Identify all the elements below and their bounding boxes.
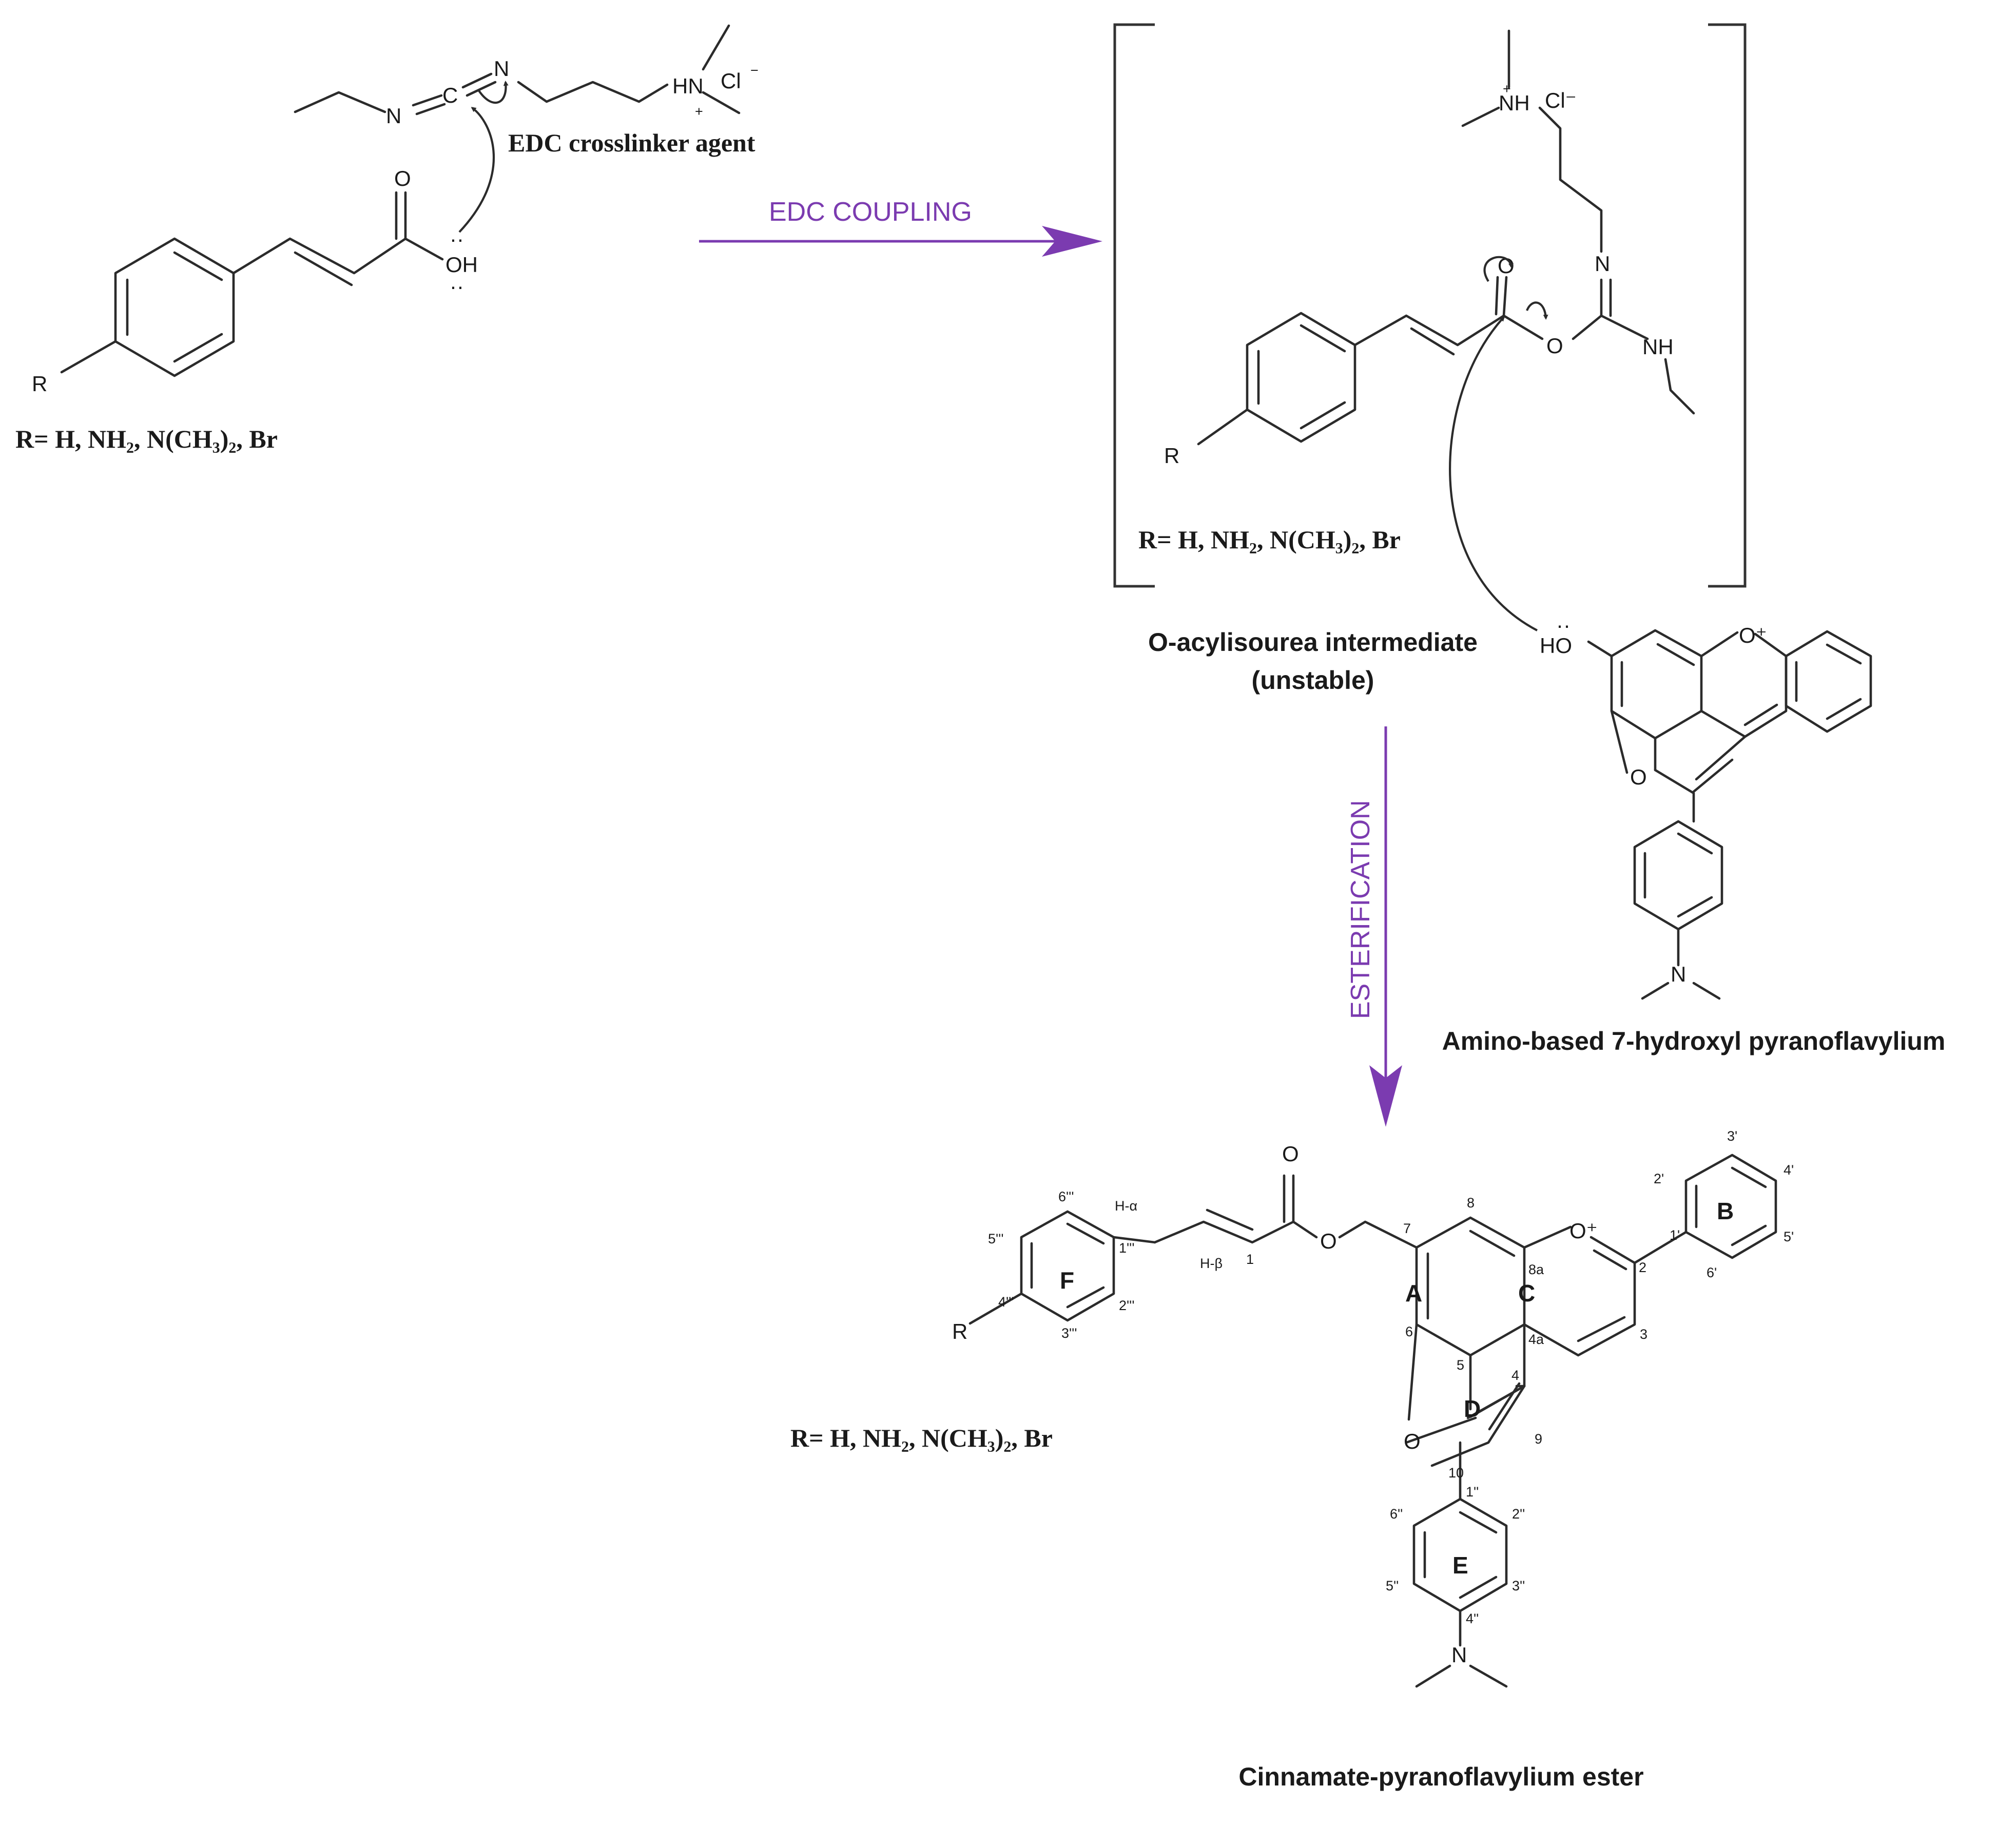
- ring-label-a: A: [1405, 1280, 1422, 1307]
- acid-carbonyl-o-atom: O: [394, 166, 411, 190]
- pos-6: 6: [1405, 1324, 1413, 1339]
- pyrano-o-plus-atom: O⁺: [1739, 623, 1767, 647]
- edc-coupling-step: EDC COUPLING: [699, 197, 1102, 257]
- pos-1-dprime: 1'': [1466, 1484, 1479, 1500]
- esterification-step: ESTERIFICATION: [1346, 726, 1402, 1127]
- intermediate-plus-charge: +: [1503, 81, 1511, 97]
- edc-reagent-title: EDC crosslinker agent: [508, 128, 755, 157]
- pos-5-tprime: 5''': [988, 1231, 1003, 1246]
- product-ester-o-atom: O: [1320, 1229, 1337, 1253]
- pos-7: 7: [1403, 1221, 1411, 1236]
- cinnamate-pyranoflavylium-ester: O O O⁺ O N R A B C D E F 8 7 6 5 8a 4a 4…: [790, 1128, 1794, 1791]
- intermediate-nh-atom: NH: [1499, 91, 1530, 115]
- pyrano-n-atom: N: [1671, 962, 1686, 986]
- edc-reagent: N C N HN + Cl − EDC crosslinker agent: [294, 24, 759, 157]
- edc-coupling-arrowhead-icon: [1042, 226, 1102, 257]
- pyrano-caption: Amino-based 7-hydroxyl pyranoflavylium: [1442, 1027, 1946, 1055]
- pos-2-dprime: 2'': [1512, 1506, 1525, 1522]
- pos-9: 9: [1535, 1431, 1542, 1447]
- pos-2-prime: 2': [1654, 1171, 1664, 1186]
- intermediate-nh-amine-atom: NH: [1642, 335, 1674, 359]
- acid-r-atom: R: [32, 372, 47, 396]
- o-acylisourea-intermediate: NH + Cl⁻ N O O NH R R= H, NH₂, N(CH₃)₂, …: [1113, 23, 1747, 695]
- pyrano-ring-o-atom: O: [1630, 765, 1647, 789]
- pos-3-dprime: 3'': [1512, 1578, 1525, 1593]
- pos-4-tprime: 4''': [998, 1294, 1014, 1310]
- intermediate-imine-n-atom: N: [1595, 252, 1610, 276]
- pos-h-beta: H-β: [1200, 1256, 1223, 1271]
- acid-lone-pair-bottom: ··: [450, 274, 464, 298]
- intermediate-r-atom: R: [1164, 444, 1179, 468]
- acid-r-groups: R= H, NH₂, N(CH₃)₂, Br: [15, 425, 278, 453]
- pos-2: 2: [1639, 1260, 1646, 1275]
- ring-label-e: E: [1452, 1552, 1468, 1579]
- edc-n1-atom: N: [386, 104, 401, 128]
- intermediate-cl-atom: Cl⁻: [1545, 88, 1577, 112]
- pos-4-dprime: 4'': [1466, 1611, 1479, 1626]
- edc-hn-atom: HN: [672, 74, 704, 98]
- product-n-atom: N: [1451, 1643, 1467, 1667]
- product-ring-o-atom: O: [1404, 1429, 1421, 1453]
- pyrano-lone-pair: ··: [1556, 613, 1571, 637]
- product-o-plus-atom: O⁺: [1569, 1219, 1598, 1243]
- ring-label-b: B: [1717, 1198, 1734, 1224]
- pos-h-alpha: H-α: [1115, 1198, 1137, 1214]
- pos-6-prime: 6': [1707, 1265, 1717, 1280]
- intermediate-r-groups: R= H, NH₂, N(CH₃)₂, Br: [1138, 525, 1401, 554]
- intermediate-ester-o-atom: O: [1546, 334, 1563, 358]
- esterification-label: ESTERIFICATION: [1346, 800, 1375, 1019]
- pos-8a: 8a: [1528, 1262, 1544, 1277]
- product-r-groups: R= H, NH₂, N(CH₃)₂, Br: [790, 1424, 1053, 1452]
- edc-c-atom: C: [442, 83, 458, 107]
- pos-1: 1: [1246, 1252, 1254, 1267]
- pos-8: 8: [1467, 1195, 1475, 1211]
- edc-cl-minus: −: [750, 63, 759, 78]
- pos-5: 5: [1457, 1357, 1464, 1373]
- pos-6-dprime: 6'': [1390, 1506, 1403, 1522]
- pos-4a: 4a: [1528, 1332, 1544, 1347]
- product-r-atom: R: [952, 1319, 967, 1343]
- pos-4-prime: 4': [1784, 1162, 1794, 1178]
- pos-3-tprime: 3''': [1061, 1326, 1077, 1341]
- edc-n2-atom: N: [494, 56, 509, 81]
- product-carbonyl-o-atom: O: [1282, 1142, 1299, 1166]
- edc-coupling-label: EDC COUPLING: [769, 197, 972, 227]
- pos-1-prime: 1': [1670, 1227, 1680, 1243]
- pyrano-ho-atom: HO: [1540, 633, 1572, 658]
- pos-1-tprime: 1''': [1119, 1240, 1134, 1256]
- intermediate-caption-line2: (unstable): [1252, 666, 1374, 695]
- ring-label-c: C: [1518, 1280, 1535, 1307]
- pos-3-prime: 3': [1727, 1128, 1737, 1144]
- pos-5-dprime: 5'': [1386, 1578, 1399, 1593]
- edc-cl-atom: Cl: [721, 69, 741, 93]
- product-caption: Cinnamate-pyranoflavylium ester: [1238, 1762, 1643, 1791]
- cinnamic-acid: R O OH ·· ·· R= H, NH₂, N(CH₃)₂, Br: [15, 107, 495, 453]
- esterification-arrowhead-icon: [1369, 1065, 1402, 1127]
- ring-label-d: D: [1464, 1395, 1481, 1422]
- pos-5-prime: 5': [1784, 1229, 1794, 1244]
- pos-2-tprime: 2''': [1119, 1298, 1134, 1313]
- edc-plus-charge: +: [695, 104, 703, 119]
- amino-pyranoflavylium: HO ·· O⁺ O N Amino-based 7-hydroxyl pyra…: [1442, 316, 1946, 1055]
- pos-6-tprime: 6''': [1058, 1189, 1074, 1204]
- acid-oh-atom: OH: [445, 253, 478, 277]
- intermediate-caption-line1: O-acylisourea intermediate: [1148, 628, 1478, 657]
- pos-3: 3: [1640, 1327, 1647, 1342]
- pos-10: 10: [1448, 1465, 1464, 1481]
- ring-label-f: F: [1060, 1267, 1074, 1294]
- pos-4: 4: [1511, 1368, 1519, 1383]
